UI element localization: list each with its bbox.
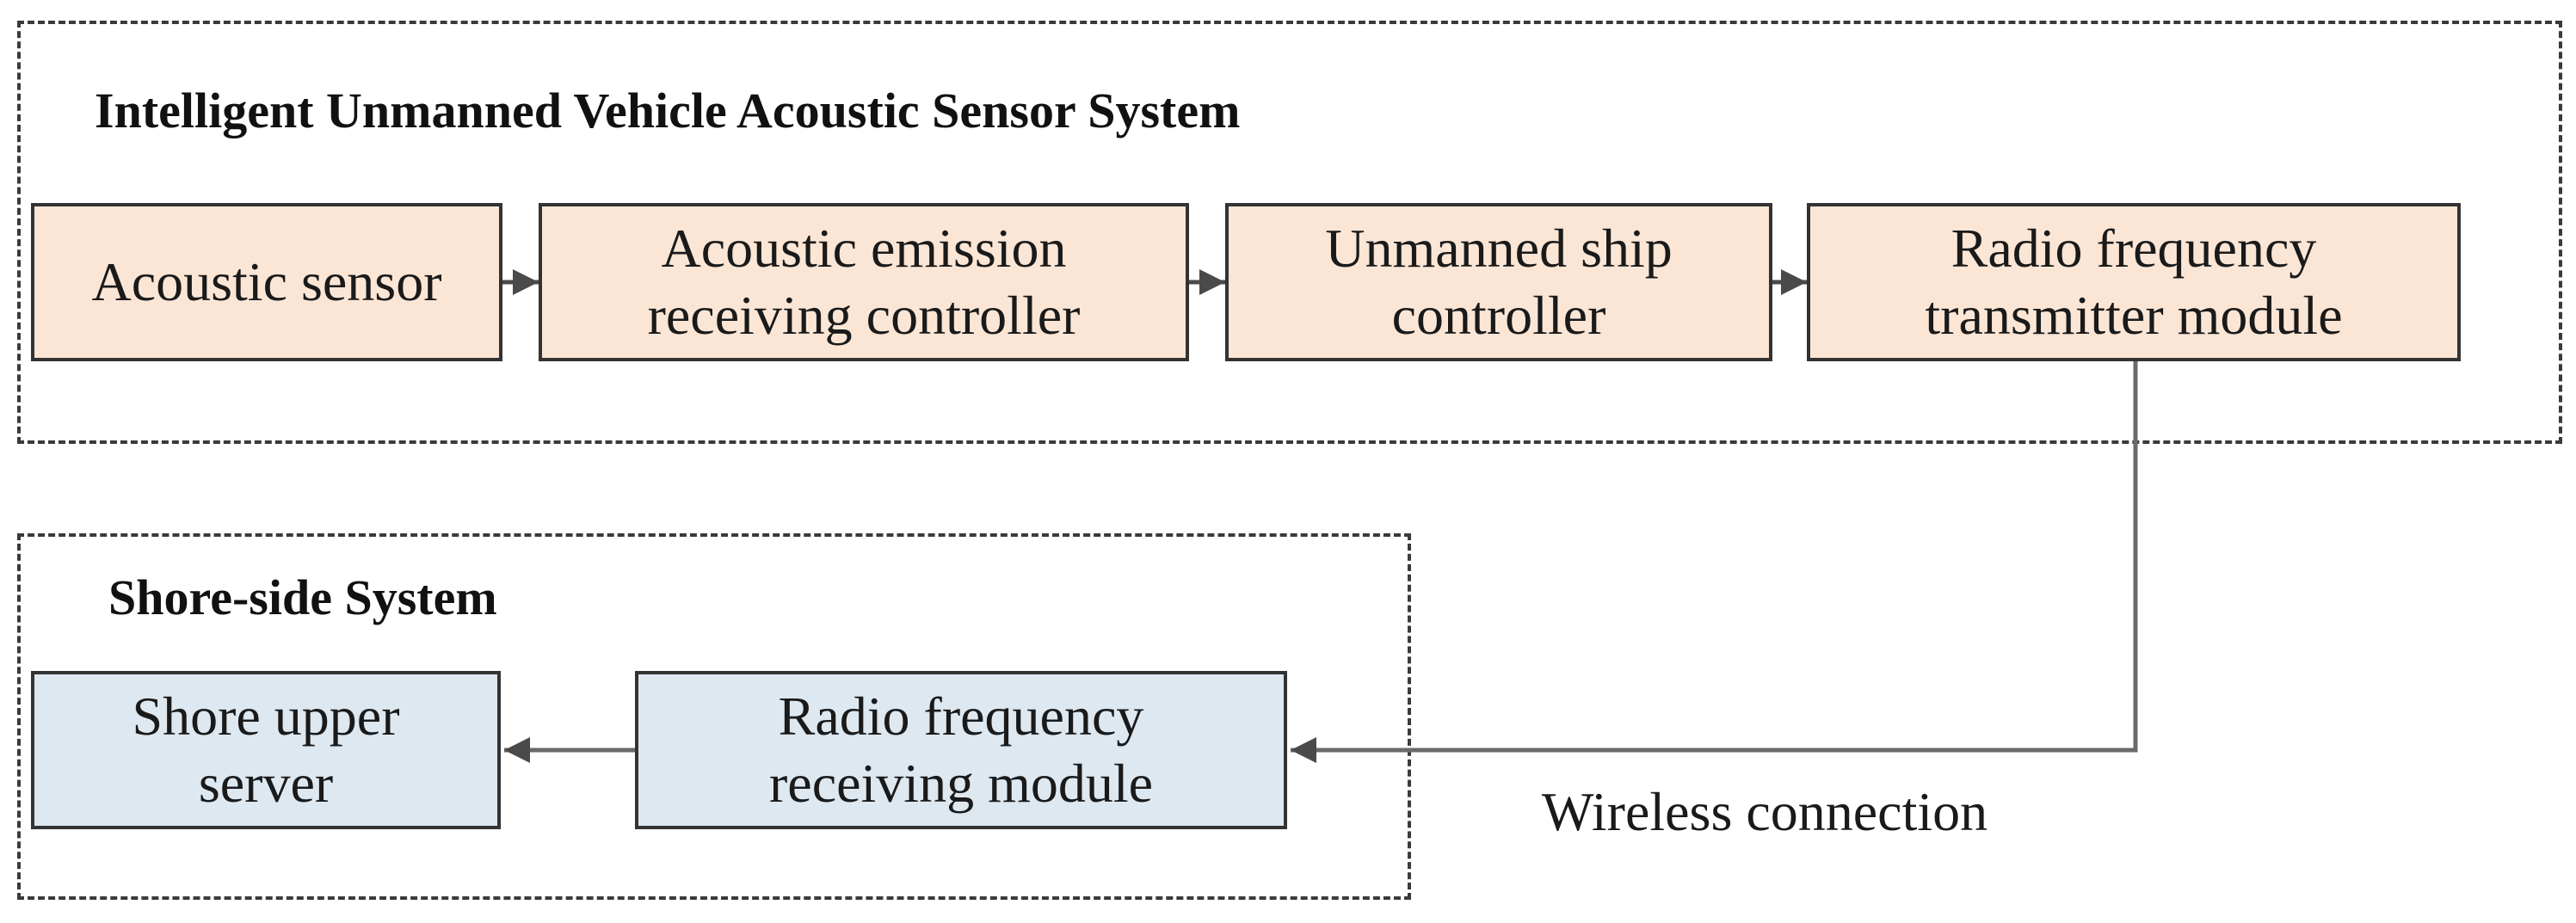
shore-system-title: Shore-side System <box>108 569 497 625</box>
rf-receiver-label-line1: Radio frequency <box>778 685 1144 747</box>
shore-upper-server-block: Shore upper server <box>31 671 501 829</box>
vehicle-system-title: Intelligent Unmanned Vehicle Acoustic Se… <box>95 83 1241 138</box>
vehicle-system-frame <box>17 21 2562 444</box>
rf-transmitter-label-line1: Radio frequency <box>1950 217 2317 279</box>
acoustic-emission-controller-block: Acoustic emission receiving controller <box>539 203 1189 361</box>
shore-server-label-line1: Shore upper <box>132 685 400 747</box>
rf-receiving-block: Radio frequency receiving module <box>635 671 1287 829</box>
ship-controller-label-line1: Unmanned ship <box>1325 217 1673 279</box>
emission-controller-label-line2: receiving controller <box>647 285 1081 346</box>
ship-controller-label-line2: controller <box>1391 285 1606 346</box>
rf-transmitter-label-line2: transmitter module <box>1925 285 2343 346</box>
acoustic-sensor-block: Acoustic sensor <box>31 203 502 361</box>
rf-transmitter-block: Radio frequency transmitter module <box>1807 203 2461 361</box>
shore-server-label-line2: server <box>198 753 334 814</box>
emission-controller-label-line1: Acoustic emission <box>661 217 1067 279</box>
acoustic-sensor-label: Acoustic sensor <box>91 250 442 312</box>
unmanned-ship-controller-block: Unmanned ship controller <box>1225 203 1772 361</box>
wireless-connection-label: Wireless connection <box>1542 781 1988 842</box>
rf-receiver-label-line2: receiving module <box>768 753 1154 814</box>
